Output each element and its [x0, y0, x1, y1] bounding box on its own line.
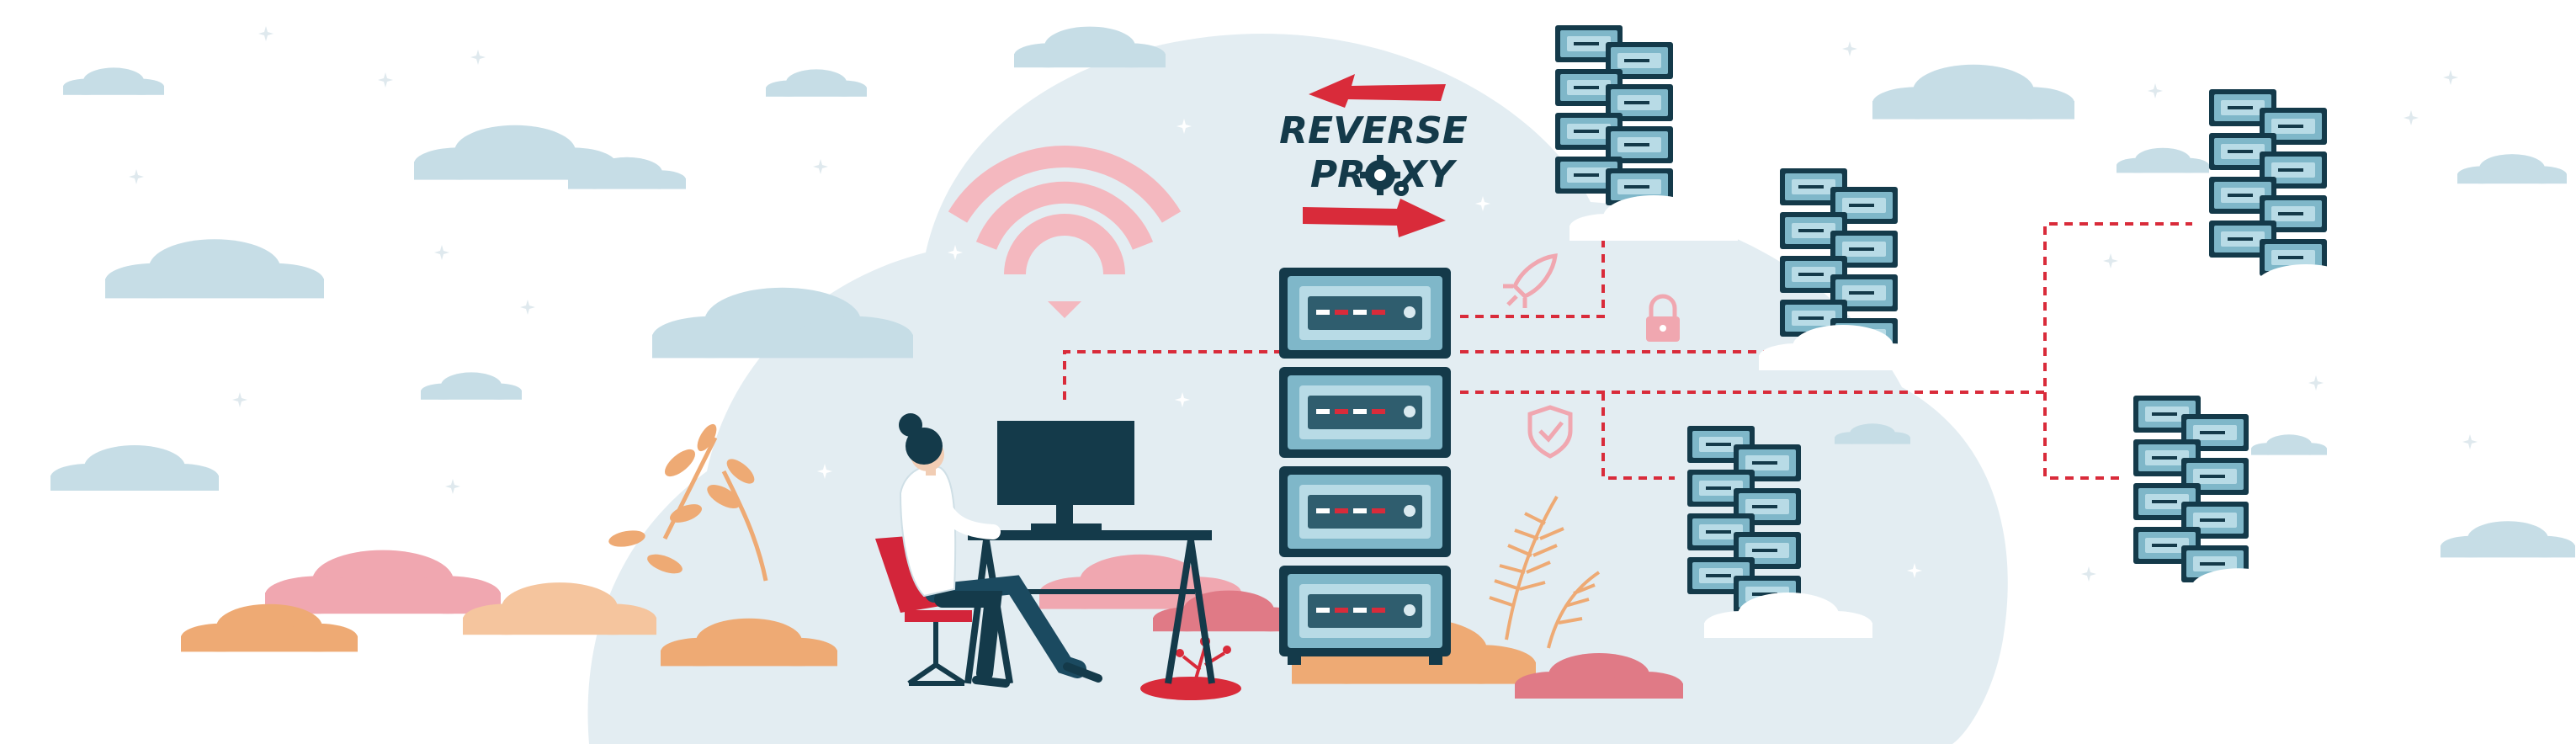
rocket-icon	[1503, 253, 1558, 308]
plant-left	[608, 423, 768, 582]
person-at-desk	[875, 413, 1102, 688]
shield-check-icon	[1527, 405, 1573, 459]
monitor	[997, 421, 1134, 530]
wifi-icon	[948, 146, 1182, 318]
reverse-proxy-logo: REVERSE PR XY	[1279, 74, 1468, 237]
arrow-left-icon	[1309, 74, 1446, 108]
gear-icon	[1360, 155, 1409, 196]
server-stack-bottom	[1687, 426, 1801, 613]
server-stack-top	[1555, 25, 1673, 205]
logo-line1: REVERSE	[1279, 109, 1468, 152]
server-stack-right-bottom	[2133, 396, 2249, 582]
reverse-proxy-server-rack	[1279, 268, 1451, 665]
lock-icon	[1646, 294, 1680, 342]
logo-line2-end: XY	[1396, 153, 1458, 196]
server-stack-right-top	[2209, 89, 2327, 276]
arrow-right-icon	[1303, 199, 1446, 237]
plant-right	[1489, 495, 1601, 649]
logo-line2-start: PR	[1310, 153, 1366, 196]
network-connection-lines	[1063, 222, 2192, 480]
